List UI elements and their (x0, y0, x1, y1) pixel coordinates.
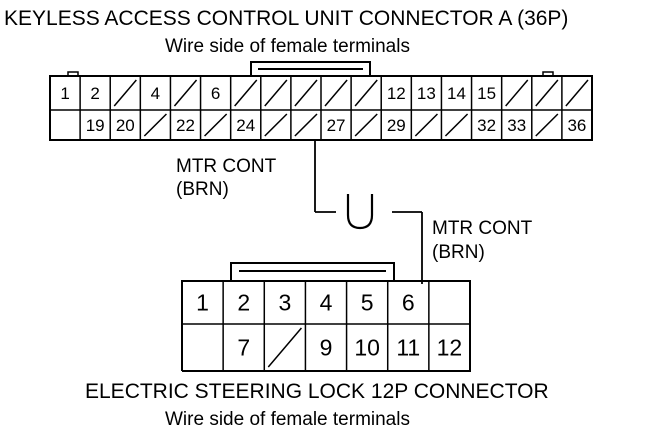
pin-number: 29 (387, 116, 406, 135)
pin-number: 6 (211, 84, 220, 103)
empty-cavity-slash (173, 79, 198, 107)
pin-number: 20 (116, 116, 135, 135)
empty-cavity-slash (354, 79, 378, 107)
pin-number: 32 (477, 116, 496, 135)
empty-cavity-slash (354, 113, 378, 137)
pin-number: 2 (237, 290, 250, 316)
empty-cavity-slash (324, 79, 348, 107)
pin-number: 2 (90, 84, 99, 103)
pin-number: 12 (387, 84, 406, 103)
bottom-connector-title: ELECTRIC STEERING LOCK 12P CONNECTOR (85, 380, 549, 403)
wire-label-bottom: MTR CONT (432, 218, 533, 239)
pin-number: 9 (320, 335, 333, 361)
pin-number: 13 (417, 84, 436, 103)
pin-number: 19 (86, 116, 105, 135)
empty-cavity-slash (204, 113, 228, 137)
empty-cavity-slash (565, 79, 589, 107)
empty-cavity-slash (505, 79, 529, 107)
mtr-cont-wire (314, 140, 423, 284)
pin-number: 22 (176, 116, 195, 135)
pin-number: 10 (354, 335, 380, 361)
empty-cavity-slash (414, 113, 438, 137)
bottom-connector-subtitle: Wire side of female terminals (165, 409, 410, 430)
pin-number: 12 (437, 335, 463, 361)
top-connector-title: KEYLESS ACCESS CONTROL UNIT CONNECTOR A … (4, 7, 568, 30)
pin-number: 6 (402, 290, 415, 316)
pin-number: 1 (60, 84, 69, 103)
empty-cavity-slash (113, 79, 137, 107)
pin-number: 7 (237, 335, 250, 361)
empty-cavity-slash (143, 113, 167, 137)
pin-number: 3 (278, 290, 291, 316)
wire-color-bottom: (BRN) (432, 242, 485, 263)
empty-cavity-slash (535, 113, 559, 137)
pin-number: 36 (567, 116, 586, 135)
steering-lock-connector (181, 262, 471, 372)
empty-cavity-slash (294, 113, 318, 137)
wire-label-top: MTR CONT (176, 156, 277, 177)
pin-number: 5 (361, 290, 374, 316)
pin-number: 1 (196, 290, 209, 316)
pin-number: 33 (507, 116, 526, 135)
empty-cavity-slash (294, 79, 318, 107)
pin-number: 27 (327, 116, 346, 135)
wire-color-top: (BRN) (176, 179, 229, 200)
empty-cavity-slash (264, 79, 288, 107)
empty-cavity-slash (234, 79, 258, 107)
empty-cavity-slash (267, 327, 303, 368)
top-connector-subtitle: Wire side of female terminals (165, 36, 410, 57)
pin-number: 4 (151, 84, 160, 103)
empty-cavity-slash (264, 113, 288, 137)
pin-number: 11 (396, 335, 420, 361)
pin-number: 24 (236, 116, 255, 135)
pin-number: 14 (447, 84, 466, 103)
pin-number: 4 (320, 290, 333, 316)
pin-number: 15 (477, 84, 496, 103)
empty-cavity-slash (444, 113, 469, 137)
empty-cavity-slash (535, 79, 559, 107)
